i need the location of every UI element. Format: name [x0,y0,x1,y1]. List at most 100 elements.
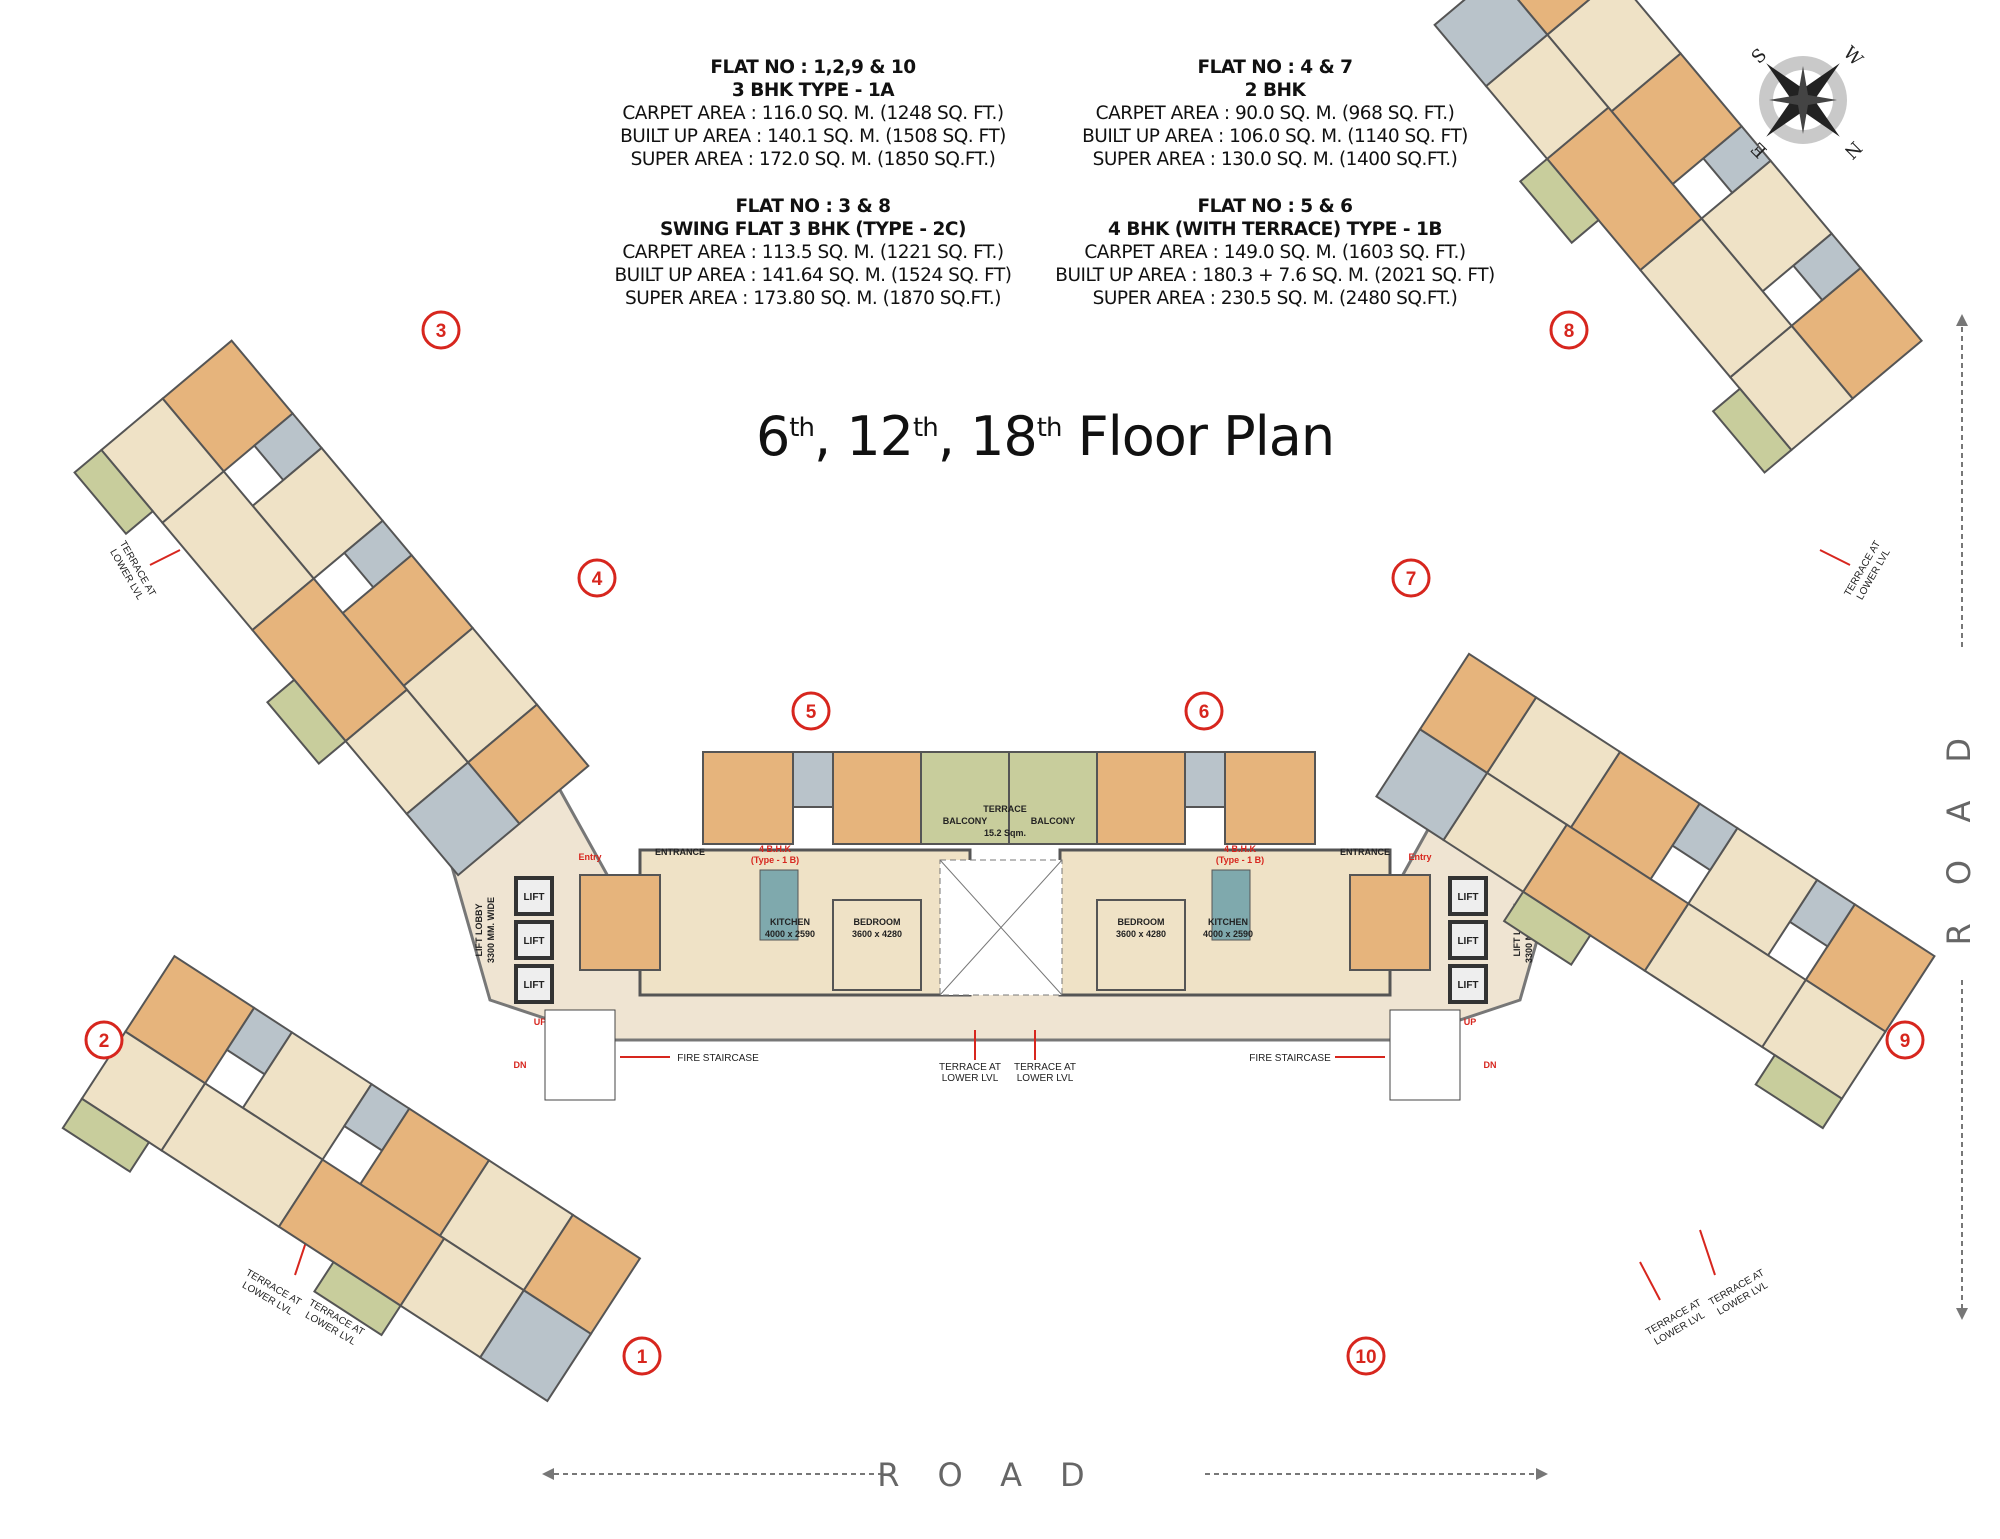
lift-lobby-label: LIFT LOBBY [474,904,484,957]
spec-super: SUPER AREA : 230.5 SQ. M. (2480 SQ.FT.) [1092,288,1458,309]
spec-flat-no: FLAT NO : 5 & 6 [1197,196,1353,217]
toilet-room [1433,0,1549,88]
toilet-room [1375,727,1489,842]
lifts-left [514,876,1488,1004]
stair-dn-label: DN [1484,1060,1497,1070]
flat-number: 6 [1199,702,1210,723]
balcony-label: BALCONY [943,816,988,826]
lift-label: LIFT [523,892,544,903]
bedroom-label: BEDROOM [854,917,901,927]
compass-w: W [1839,42,1867,70]
spec-flat-1-2-9-10: FLAT NO : 1,2,9 & 10 3 BHK TYPE - 1A CAR… [563,56,1063,171]
compass-rose: S W E N [1747,42,1867,163]
spec-carpet: CARPET AREA : 149.0 SQ. M. (1603 SQ. FT.… [1084,242,1466,263]
spec-carpet: CARPET AREA : 90.0 SQ. M. (968 SQ. FT.) [1095,103,1455,124]
toilet-room [405,761,521,877]
flat-number-badge [791,691,831,731]
lift-lobby-width: 3300 MM. WIDE [486,897,496,963]
road-label-right: ROAD [1940,700,1978,946]
spec-flat-no: FLAT NO : 4 & 7 [1197,57,1353,78]
balcony-room [1711,387,1793,474]
terrace-lower-label: LOWER LVL [942,1073,999,1084]
balcony-room [73,448,155,536]
spec-type: 3 BHK TYPE - 1A [731,80,895,101]
spec-super: SUPER AREA : 172.0 SQ. M. (1850 SQ.FT.) [630,149,996,170]
terrace-lower-label: TERRACE AT [1014,1062,1076,1073]
fire-staircase-label: FIRE STAIRCASE [677,1053,759,1064]
bedroom-size: 3600 x 4280 [852,929,902,939]
terrace-lower-label: TERRACE AT [939,1062,1001,1073]
balcony-room [1754,1053,1844,1130]
flat-number-badge [1391,558,1431,598]
stair-up-label: UP [1464,1017,1477,1027]
flat-number: 4 [592,569,603,590]
lift-label: LIFT [1457,892,1478,903]
spec-super: SUPER AREA : 130.0 SQ. M. (1400 SQ.FT.) [1092,149,1458,170]
central-block [579,751,1431,997]
flat-number-badge [84,1020,124,1060]
kitchen-size: 4000 x 2590 [765,929,815,939]
fire-staircase-label: FIRE STAIRCASE [1249,1053,1331,1064]
balcony-room [265,678,348,765]
spec-built-up: BUILT UP AREA : 140.1 SQ. M. (1508 SQ. F… [620,126,1006,147]
apartment-wing [73,339,590,877]
spec-type: 4 BHK (WITH TERRACE) TYPE - 1B [1108,219,1442,240]
balcony-room [1518,157,1600,245]
balcony-room [313,1260,402,1337]
balcony-room [61,1097,151,1174]
flat-number: 7 [1406,569,1417,590]
flat-number-badge [1184,691,1224,731]
spec-built-up: BUILT UP AREA : 106.0 SQ. M. (1140 SQ. F… [1082,126,1468,147]
compass-n: N [1840,137,1866,163]
lift-label: LIFT [1457,980,1478,991]
spec-carpet: CARPET AREA : 113.5 SQ. M. (1221 SQ. FT.… [622,242,1004,263]
road-arrows [545,318,1963,1475]
flat-number: 8 [1564,321,1575,342]
flat-number-badge [1885,1020,1925,1060]
spec-built-up: BUILT UP AREA : 141.64 SQ. M. (1524 SQ. … [614,265,1012,286]
balcony-label: BALCONY [1031,816,1076,826]
flat-type-label: 4 B.H.K [759,844,792,854]
spec-flat-no: FLAT NO : 3 & 8 [735,196,891,217]
flat-number: 2 [99,1031,110,1052]
bedroom-size: 3600 x 4280 [1116,929,1166,939]
flat-number-badge [1346,1336,1386,1376]
stair-up-label: UP [534,1017,547,1027]
terrace-label: TERRACE [983,804,1027,814]
spec-flat-3-8: FLAT NO : 3 & 8 SWING FLAT 3 BHK (TYPE -… [563,195,1063,310]
flat-number: 3 [436,321,447,342]
kitchen-label: KITCHEN [1208,917,1248,927]
lift-label: LIFT [523,980,544,991]
flat-type-label: 4 B.H.K [1224,844,1257,854]
entrance-label: ENTRANCE [655,847,705,857]
kitchen-size: 4000 x 2590 [1203,929,1253,939]
entry-label: Entry [578,852,601,862]
flat-number: 5 [806,702,817,723]
flat-number-badge [577,558,617,598]
lift-label: LIFT [523,936,544,947]
flat-number-badge [622,1336,662,1376]
spec-flat-no: FLAT NO : 1,2,9 & 10 [710,57,916,78]
spec-carpet: CARPET AREA : 116.0 SQ. M. (1248 SQ. FT.… [622,103,1004,124]
flat-number: 10 [1355,1347,1376,1368]
kitchen-label: KITCHEN [770,917,810,927]
bedroom-label: BEDROOM [1118,917,1165,927]
spec-built-up: BUILT UP AREA : 180.3 + 7.6 SQ. M. (2021… [1055,265,1495,286]
lift-label: LIFT [1457,936,1478,947]
spec-super: SUPER AREA : 173.80 SQ. M. (1870 SQ.FT.) [625,288,1002,309]
balcony-room [1502,890,1592,967]
flat-number-badge [1549,310,1589,350]
flat-type-sub: (Type - 1 B) [1216,855,1264,865]
stair-dn-label: DN [514,1060,527,1070]
fire-staircase [544,1009,1461,1101]
spec-flat-5-6: FLAT NO : 5 & 6 4 BHK (WITH TERRACE) TYP… [1025,195,1525,310]
terrace-lower-label: LOWER LVL [1017,1073,1074,1084]
apartment-wing [1433,0,1924,474]
flat-number: 9 [1900,1031,1911,1052]
entrance-label: ENTRANCE [1340,847,1390,857]
entry-label: Entry [1408,852,1431,862]
flat-type-sub: (Type - 1 B) [751,855,799,865]
apartment-wing [1375,652,1936,1130]
spec-type: 2 BHK [1244,80,1306,101]
